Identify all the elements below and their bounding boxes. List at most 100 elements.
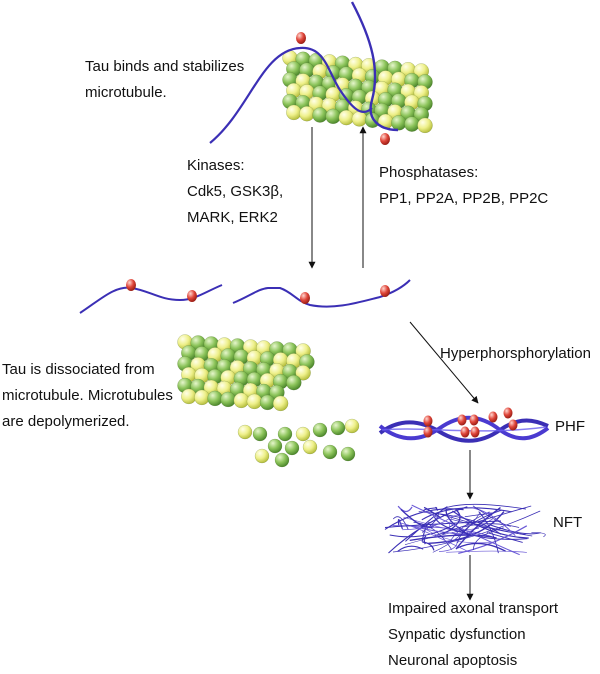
outcomes-label: Impaired axonal transport Synpatic dysfu… — [388, 596, 558, 674]
tau-strand-bound — [209, 46, 373, 144]
tubulin-subunit — [274, 452, 290, 468]
tangle-fiber — [384, 508, 464, 530]
tau-binds-line-1: Tau binds and stabilizes — [85, 58, 245, 75]
phosphatases-heading: Phosphatases: — [379, 164, 479, 181]
tau-dissociated-label: Tau is dissociated from microtubule. Mic… — [2, 357, 173, 435]
tangle-fiber — [438, 541, 458, 552]
tangle-fiber — [458, 530, 528, 540]
tau-dissociated-line-1: Tau is dissociated from — [2, 361, 155, 378]
tangle-fiber — [418, 511, 502, 535]
tubulin-subunit — [254, 448, 270, 464]
tangle-fiber — [411, 504, 520, 556]
tubulin-subunit — [284, 440, 300, 456]
tangle-fiber — [485, 512, 494, 514]
tau-binds-line-2: microtubule. — [85, 84, 167, 101]
tangle-fiber — [421, 507, 512, 521]
phosphate-group — [423, 415, 433, 427]
tubulin-subunit — [340, 446, 356, 462]
tubulin-subunit — [330, 420, 346, 436]
tubulin-subunit — [302, 439, 318, 455]
phosphate-group — [457, 414, 467, 426]
tangle-fiber — [442, 503, 527, 510]
phosphate-group — [469, 414, 479, 426]
phosphate-group — [380, 285, 390, 297]
tangle-fiber — [399, 522, 470, 553]
phosphate-group — [380, 133, 390, 145]
tubulin-subunit — [312, 107, 328, 123]
outcome-neuronal-apoptosis: Neuronal apoptosis — [388, 652, 518, 669]
intact-microtubule — [282, 50, 433, 134]
tangle-fiber — [472, 505, 511, 527]
phosphate-group — [300, 292, 310, 304]
hyperphosphorylation-arrow — [409, 321, 479, 404]
tubulin-subunit — [267, 438, 283, 454]
tubulin-subunit — [277, 426, 293, 442]
free-tau-strand — [232, 279, 411, 308]
tubulin-subunit — [259, 394, 276, 411]
tangle-fiber — [531, 531, 546, 538]
outcome-axonal-transport: Impaired axonal transport — [388, 600, 559, 617]
tangle-fiber — [478, 511, 499, 554]
tangle-fiber — [423, 506, 441, 518]
tubulin-subunit — [338, 109, 355, 126]
outcome-synaptic-dysfunction: Synpatic dysfunction — [388, 626, 526, 643]
tubulin-subunit — [194, 389, 210, 406]
tangle-fiber — [404, 524, 475, 535]
nft-label: NFT — [553, 514, 583, 531]
phosphate-group — [508, 419, 518, 431]
tubulin-subunit — [237, 424, 253, 440]
tangle-fiber — [489, 524, 541, 535]
tubulin-subunit — [325, 108, 341, 125]
tubulin-subunit — [344, 418, 360, 434]
tubulin-subunit — [322, 444, 338, 460]
phf-label: PHF — [555, 418, 585, 435]
phosphate-group — [460, 426, 470, 438]
kinases-line-1: Cdk5, GSK3β, — [187, 183, 284, 200]
tangle-fiber — [471, 507, 516, 537]
tangle-fiber — [446, 550, 527, 553]
tangle-fiber — [384, 520, 502, 528]
tubulin-subunit — [233, 392, 250, 409]
tubulin-subunit — [220, 391, 236, 408]
phosphate-group — [296, 32, 306, 44]
tangle-fiber — [405, 506, 448, 542]
tangle-fiber — [423, 507, 438, 512]
tubulin-subunit — [252, 426, 268, 442]
phosphate-group — [423, 426, 433, 438]
tubulin-subunit — [246, 393, 263, 410]
tau-binds-label: Tau binds and stabilizes microtubule. — [85, 54, 244, 106]
free-tau-strand — [79, 284, 223, 314]
kinases-label: Kinases: Cdk5, GSK3β, MARK, ERK2 — [187, 153, 283, 231]
tangle-fiber — [392, 516, 409, 530]
tau-dissociated-line-2: microtubule. Microtubules — [2, 387, 173, 404]
tubulin-subunit — [312, 422, 328, 438]
tubulin-subunit — [295, 426, 311, 442]
phosphate-group — [126, 279, 136, 291]
tangle-fiber — [486, 532, 523, 543]
tangle-fiber — [422, 541, 435, 551]
phosphatases-list: PP1, PP2A, PP2B, PP2C — [379, 190, 549, 207]
tangle-fiber — [464, 523, 520, 528]
tubulin-subunit — [181, 388, 197, 405]
tangle-fiber — [402, 515, 453, 531]
tubulin-subunit — [286, 104, 302, 121]
phosphate-group — [488, 411, 498, 423]
neurofibrillary-tangle — [384, 503, 546, 556]
tubulin-subunit — [207, 390, 223, 407]
tubulin-subunit — [417, 117, 433, 134]
tau-strand-bound-wrap — [350, 1, 399, 132]
tau-dissociated-line-3: are depolymerized. — [2, 413, 130, 430]
tangle-fiber — [432, 512, 481, 553]
phosphatases-label: Phosphatases: PP1, PP2A, PP2B, PP2C — [379, 160, 548, 212]
phosphate-group — [187, 290, 197, 302]
kinases-heading: Kinases: — [187, 157, 245, 174]
kinases-line-2: MARK, ERK2 — [187, 209, 278, 226]
tubulin-subunit — [391, 115, 407, 131]
tubulin-subunit — [351, 111, 368, 127]
tangle-fiber — [448, 515, 463, 531]
tangle-fiber — [423, 535, 427, 545]
tubulin-subunit — [295, 365, 311, 381]
tangle-fiber — [397, 505, 413, 513]
paired-helical-filament — [378, 415, 550, 443]
